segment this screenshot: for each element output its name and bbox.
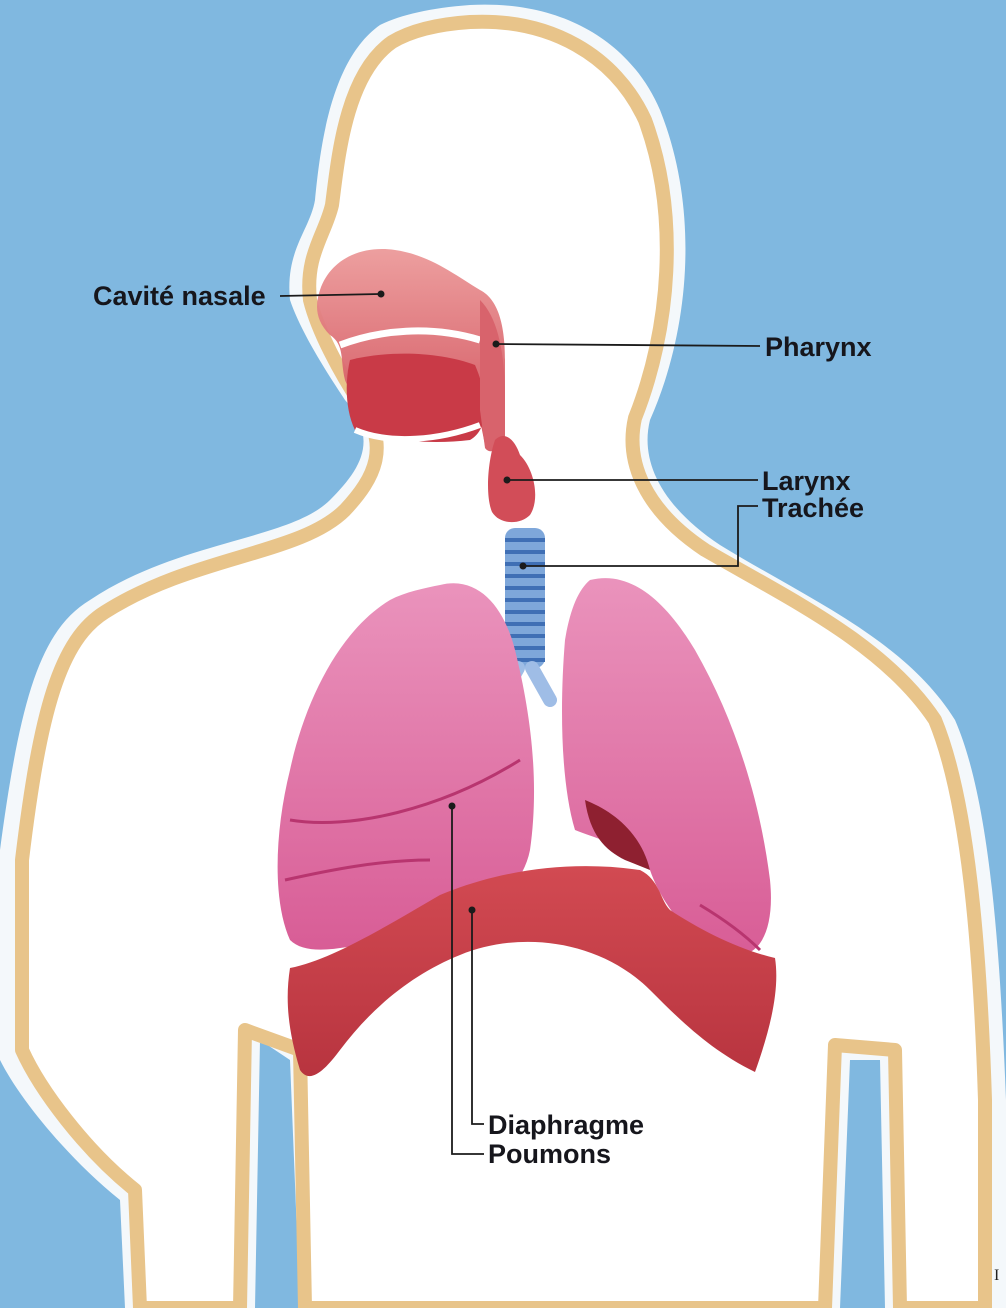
label-trachea: Trachée [762, 493, 864, 523]
label-lungs: Poumons [488, 1139, 611, 1169]
label-nasal-cavity: Cavité nasale [93, 281, 266, 311]
leader-lungs-dot [449, 803, 456, 810]
leader-nasal-cavity-dot [378, 291, 385, 298]
label-diaphragm: Diaphragme [488, 1110, 644, 1140]
label-pharynx: Pharynx [765, 332, 872, 362]
label-larynx: Larynx [762, 466, 851, 496]
corner-mark: I [994, 1267, 999, 1284]
leader-diaphragm-dot [469, 907, 476, 914]
leader-pharynx-dot [493, 341, 500, 348]
leader-trachea-dot [520, 563, 527, 570]
leader-larynx-dot [504, 477, 511, 484]
